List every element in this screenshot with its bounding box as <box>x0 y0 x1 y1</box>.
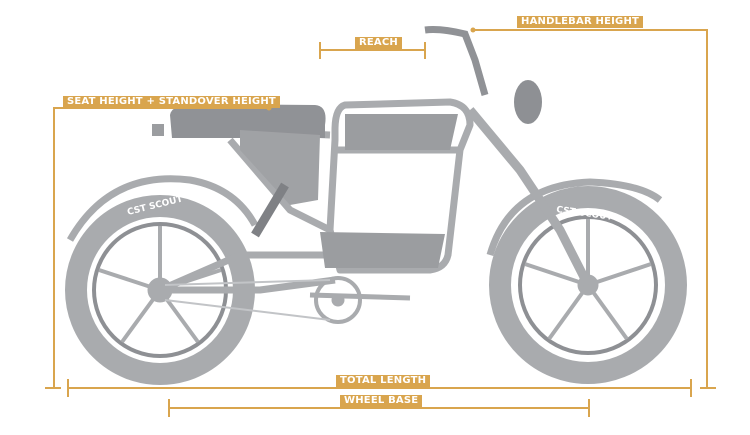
handlebar <box>424 26 489 96</box>
wheel-base-label: WHEEL BASE <box>340 395 423 407</box>
bike-illustration: CST SCOUT CST SCOUT <box>65 26 687 385</box>
seat <box>170 103 326 138</box>
headlight <box>514 80 542 124</box>
front-wheel <box>486 178 687 384</box>
seat-height-line <box>53 107 269 388</box>
skid-plate <box>320 232 445 268</box>
total-length-label: TOTAL LENGTH <box>336 375 431 387</box>
rear-shock <box>251 182 289 238</box>
handlebar-height-line <box>473 29 708 388</box>
handlebar-height-label: HANDLEBAR HEIGHT <box>517 16 644 28</box>
handlebar-height-dot <box>470 27 476 33</box>
crankset <box>164 276 411 324</box>
dimension-lines <box>45 27 716 417</box>
seat-height-label: SEAT HEIGHT + STANDOVER HEIGHT <box>63 96 280 108</box>
side-panel <box>240 130 320 205</box>
battery <box>345 114 458 150</box>
reach-label: REACH <box>355 37 402 49</box>
tail-light <box>152 124 164 136</box>
